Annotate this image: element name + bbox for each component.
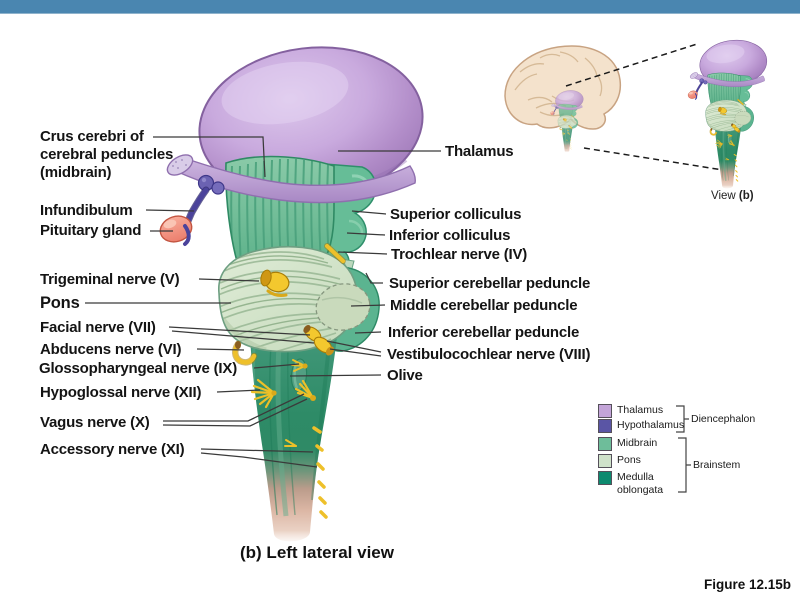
label-pituitary-gland: Pituitary gland (40, 222, 142, 239)
legend-item-thalamus: Thalamus (598, 404, 663, 418)
leader-inferior-cerebellar-peduncle (354, 331, 382, 334)
leader-facial-1 (168, 326, 311, 336)
label-abducens-nerve: Abducens nerve (VI) (40, 341, 182, 358)
label-vestibulocochlear-nerve: Vestibulocochlear nerve (VIII) (387, 346, 591, 363)
inset-view-label: View (b) (711, 190, 754, 202)
leader-crus-cerebri (153, 136, 266, 178)
leader-olive (289, 374, 382, 377)
label-facial-nerve: Facial nerve (VII) (40, 319, 156, 336)
leader-middle-cerebellar-peduncle (350, 304, 386, 307)
label-olive: Olive (387, 367, 423, 384)
leader-facial-2 (171, 330, 315, 344)
label-middle-cerebellar-peduncle: Middle cerebellar peduncle (390, 297, 578, 314)
midbrain-swatch (598, 437, 612, 451)
leader-trigeminal (198, 278, 260, 282)
leader-inferior-colliculus (346, 232, 386, 236)
leader-vagus-2 (162, 398, 308, 427)
label-superior-colliculus: Superior colliculus (390, 206, 522, 223)
legend-brackets (676, 405, 691, 493)
label-inferior-cerebellar-peduncle: Inferior cerebellar peduncle (388, 324, 580, 341)
legend-label: Medulla oblongata (617, 471, 664, 496)
inset-dashed-lines (565, 43, 724, 171)
leader-glossopharyngeal (253, 363, 300, 369)
label-thalamus: Thalamus (445, 143, 514, 160)
cerebrum-shape (504, 45, 622, 130)
label-superior-cerebellar-peduncle: Superior cerebellar peduncle (389, 275, 591, 292)
label-trochlear-nerve: Trochlear nerve (IV) (391, 246, 528, 263)
brainstem-bracket (678, 437, 691, 493)
legend-label: Thalamus (617, 404, 664, 416)
hypothalamus-swatch (598, 419, 612, 433)
legend-label: Hypothalamus (617, 419, 685, 431)
leader-accessory-2 (200, 452, 318, 468)
legend-label: Midbrain (617, 437, 658, 449)
brain-inset (504, 36, 769, 188)
leader-infundibulum (145, 209, 195, 212)
figure-caption: (b) Left lateral view (240, 543, 394, 562)
label-infundibulum: Infundibulum (40, 202, 133, 219)
leader-vestibulocochlear-1 (326, 340, 382, 353)
leader-superior-cerebellar-peduncle (365, 272, 383, 284)
figure-number: Figure 12.15b (704, 577, 792, 592)
label-crus-cerebri: Crus cerebri of cerebral peduncles (midb… (40, 128, 174, 181)
legend-label: Pons (617, 454, 641, 466)
legend-item-hypothalamus: Hypothalamus (598, 419, 685, 433)
leader-lines (85, 136, 441, 468)
legend-item-medulla: Medulla oblongata (598, 471, 677, 496)
label-trigeminal-nerve: Trigeminal nerve (V) (40, 271, 180, 288)
leader-trochlear (337, 251, 388, 255)
pons-swatch (598, 454, 612, 468)
diencephalon-bracket (676, 405, 689, 433)
leader-vestibulocochlear-2 (329, 348, 382, 357)
legend-group-diencephalon: Diencephalon (691, 413, 756, 425)
label-glossopharyngeal-nerve: Glossopharyngeal nerve (IX) (39, 360, 237, 377)
label-accessory-nerve: Accessory nerve (XI) (40, 441, 185, 458)
label-pons: Pons (40, 294, 80, 312)
leader-hypoglossal (216, 389, 261, 393)
leader-vagus-1 (163, 393, 305, 422)
label-hypoglossal-nerve: Hypoglossal nerve (XII) (40, 384, 202, 401)
leader-accessory-1 (200, 448, 314, 453)
slide-top-bar (0, 0, 800, 14)
inset-brainstem-enlarged (687, 36, 769, 188)
legend-item-pons: Pons (598, 454, 641, 468)
leader-abducens (196, 348, 245, 351)
medulla-swatch (598, 471, 612, 485)
legend-group-brainstem: Brainstem (693, 459, 741, 471)
thalamus-swatch (598, 404, 612, 418)
label-inferior-colliculus: Inferior colliculus (389, 227, 511, 244)
label-vagus-nerve: Vagus nerve (X) (40, 414, 150, 431)
leader-superior-colliculus (351, 210, 387, 215)
legend-item-midbrain: Midbrain (598, 437, 657, 451)
